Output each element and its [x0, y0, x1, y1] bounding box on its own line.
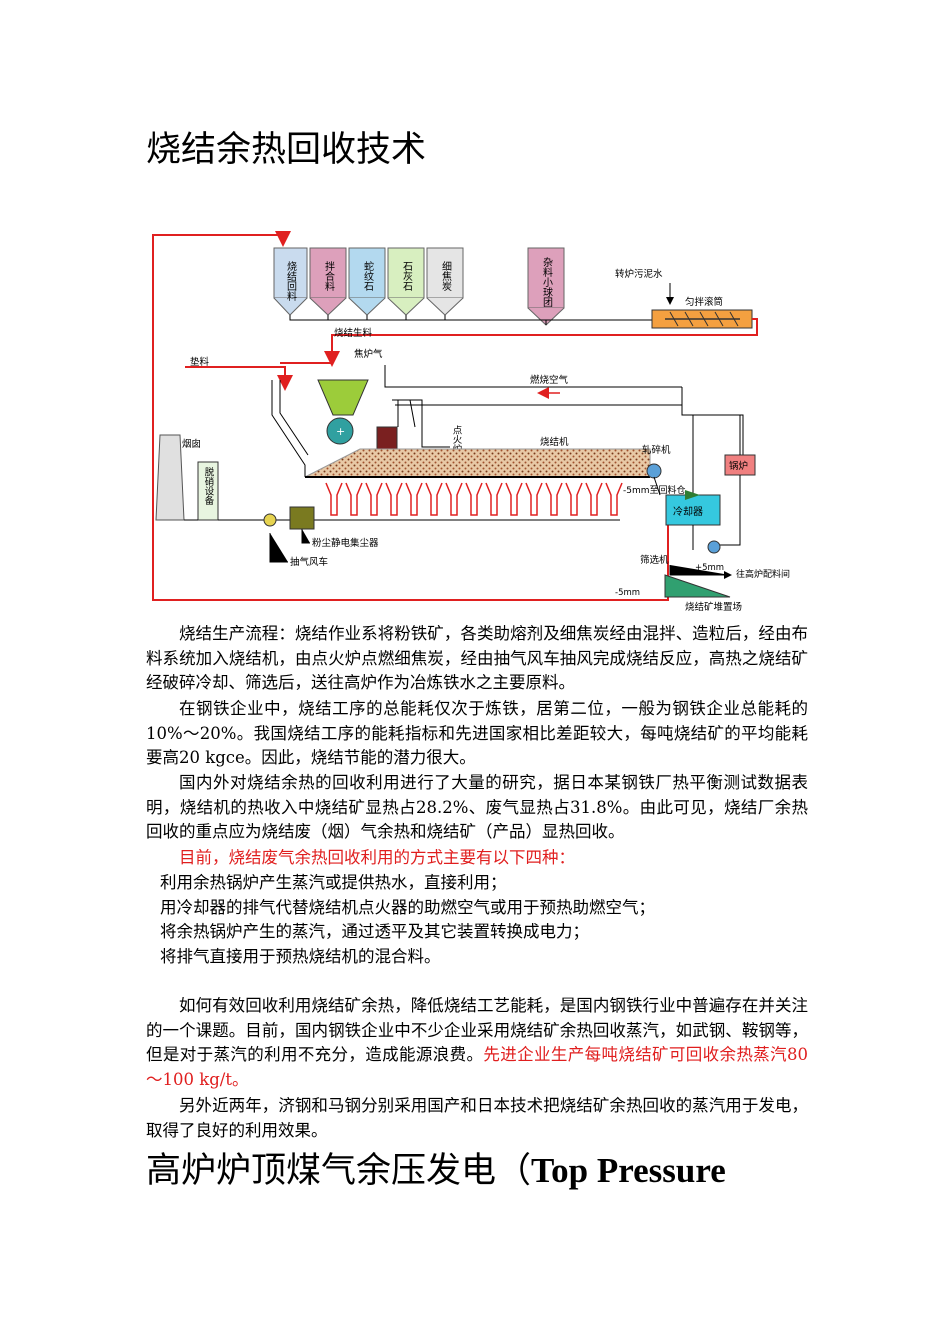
- screen-label: 筛选机: [640, 554, 669, 566]
- cooler-label: 冷却器: [673, 505, 703, 518]
- raw-material-label: 烧结生料: [334, 327, 373, 339]
- paragraph-methods-intro: 目前，烧结废气余热回收利用的方式主要有以下四种：: [179, 848, 575, 867]
- bedding-label: 垫料: [190, 356, 210, 368]
- list-item: 将排气直接用于预热烧结机的混合料。: [160, 946, 441, 966]
- list-item: 利用余热锅炉产生蒸汽或提供热水，直接利用；: [160, 873, 507, 892]
- page-title: 烧结余热回收技术: [146, 130, 427, 170]
- sinter-process-diagram: 烧结回料 拌合料 蛇纹石 石灰石 细焦炭 杂料小球团 转炉污泥水 匀拌滚筒 烧结…: [152, 231, 790, 613]
- paragraph-power: 另外近两年，济钢和马钢分别采用国产和日本技术把烧结矿余热回收的蒸汽用于发电，取得…: [146, 1096, 808, 1140]
- list-item: 将余热锅炉产生的蒸汽，通过透平及其它装置转换成电力；: [160, 922, 589, 942]
- silo-group: [273, 247, 565, 326]
- chimney-label: 烟囱: [182, 438, 201, 450]
- silo-label-1: 烧结回料: [285, 260, 297, 302]
- silo-label-2: 拌合料: [323, 260, 335, 292]
- mixer-drum: [651, 309, 753, 329]
- sinter-machine-label: 烧结机: [540, 436, 569, 448]
- mixer-label: 匀拌滚筒: [685, 296, 723, 308]
- silo-label-misc: 杂料小球团: [541, 257, 553, 308]
- to-bf-label: 往高炉配料间: [736, 568, 790, 580]
- fan-label: 抽气风车: [290, 556, 328, 568]
- boiler-label: 锅炉: [729, 460, 748, 472]
- crusher-label: 轧碎机: [642, 444, 671, 456]
- denitration-unit: [197, 461, 219, 521]
- paragraph-process: 烧结生产流程：烧结作业系将粉铁矿，各类助熔剂及细焦炭经由混拌、造粒后，经由布料系…: [146, 624, 808, 693]
- heading-cn: 高炉炉顶煤气余压发电（: [146, 1151, 532, 1191]
- silo-label-4: 石灰石: [401, 261, 413, 291]
- cooler: [665, 494, 721, 526]
- silo-label-5: 细焦炭: [440, 260, 452, 292]
- stockyard-label: 烧结矿堆置场: [685, 601, 742, 613]
- combustion-air-label: 燃烧空气: [530, 374, 569, 386]
- heading-en: Top Pressure: [531, 1151, 726, 1190]
- ignition-label: 点火炉: [451, 425, 463, 454]
- screen-unit: [664, 574, 731, 598]
- paragraph-energy: 在钢铁企业中，烧结工序的总能耗仅次于炼铁，居第二位，一般为钢铁企业总能耗的10%…: [146, 699, 808, 768]
- silo-label-3: 蛇纹石: [362, 260, 374, 291]
- svg-text:+: +: [336, 425, 345, 438]
- recovery-text: 如何有效回收利用烧结矿余热，降低烧结工艺能耗，是国内钢铁行业中普遍存在并关注的一…: [146, 996, 808, 1065]
- methods-list: 利用余热锅炉产生蒸汽或提供热水，直接利用； 用冷却器的排气代替烧结机点火器的助燃…: [160, 871, 810, 969]
- sludge-label: 转炉污泥水: [615, 268, 663, 280]
- list-item: 用冷却器的排气代替烧结机点火器的助燃空气或用于预热助燃空气；: [160, 897, 655, 917]
- section-heading-trt: 高炉炉顶煤气余压发电（Top Pressure: [146, 1148, 726, 1194]
- esp-label: 粉尘静电集尘器: [312, 537, 379, 549]
- sinter-bed: [304, 448, 651, 478]
- denitration-label: 脱硝设备: [203, 466, 215, 506]
- feed-hopper: [317, 379, 369, 416]
- paragraph-research: 国内外对烧结余热的回收利用进行了大量的研究，据日本某钢铁厂热平衡测试数据表明，烧…: [146, 773, 808, 842]
- electrostatic-precipitator: [289, 506, 315, 530]
- chimney: [155, 434, 185, 521]
- paragraph-recovery: 如何有效回收利用烧结矿余热，降低烧结工艺能耗，是国内钢铁行业中普遍存在并关注的一…: [146, 994, 808, 1092]
- exhaust-fan: [263, 513, 277, 527]
- recovery-highlight: 先进企业生产每吨烧结矿可回收余热蒸汽80～100 kg/t。: [146, 1045, 809, 1089]
- coke-gas-label: 焦炉气: [354, 348, 383, 360]
- minus5-label: -5mm: [615, 588, 640, 598]
- plus5-label: +5mm: [695, 563, 724, 573]
- fines-return-label: -5mm至回料仓: [623, 484, 686, 496]
- wind-boxes: [325, 482, 623, 516]
